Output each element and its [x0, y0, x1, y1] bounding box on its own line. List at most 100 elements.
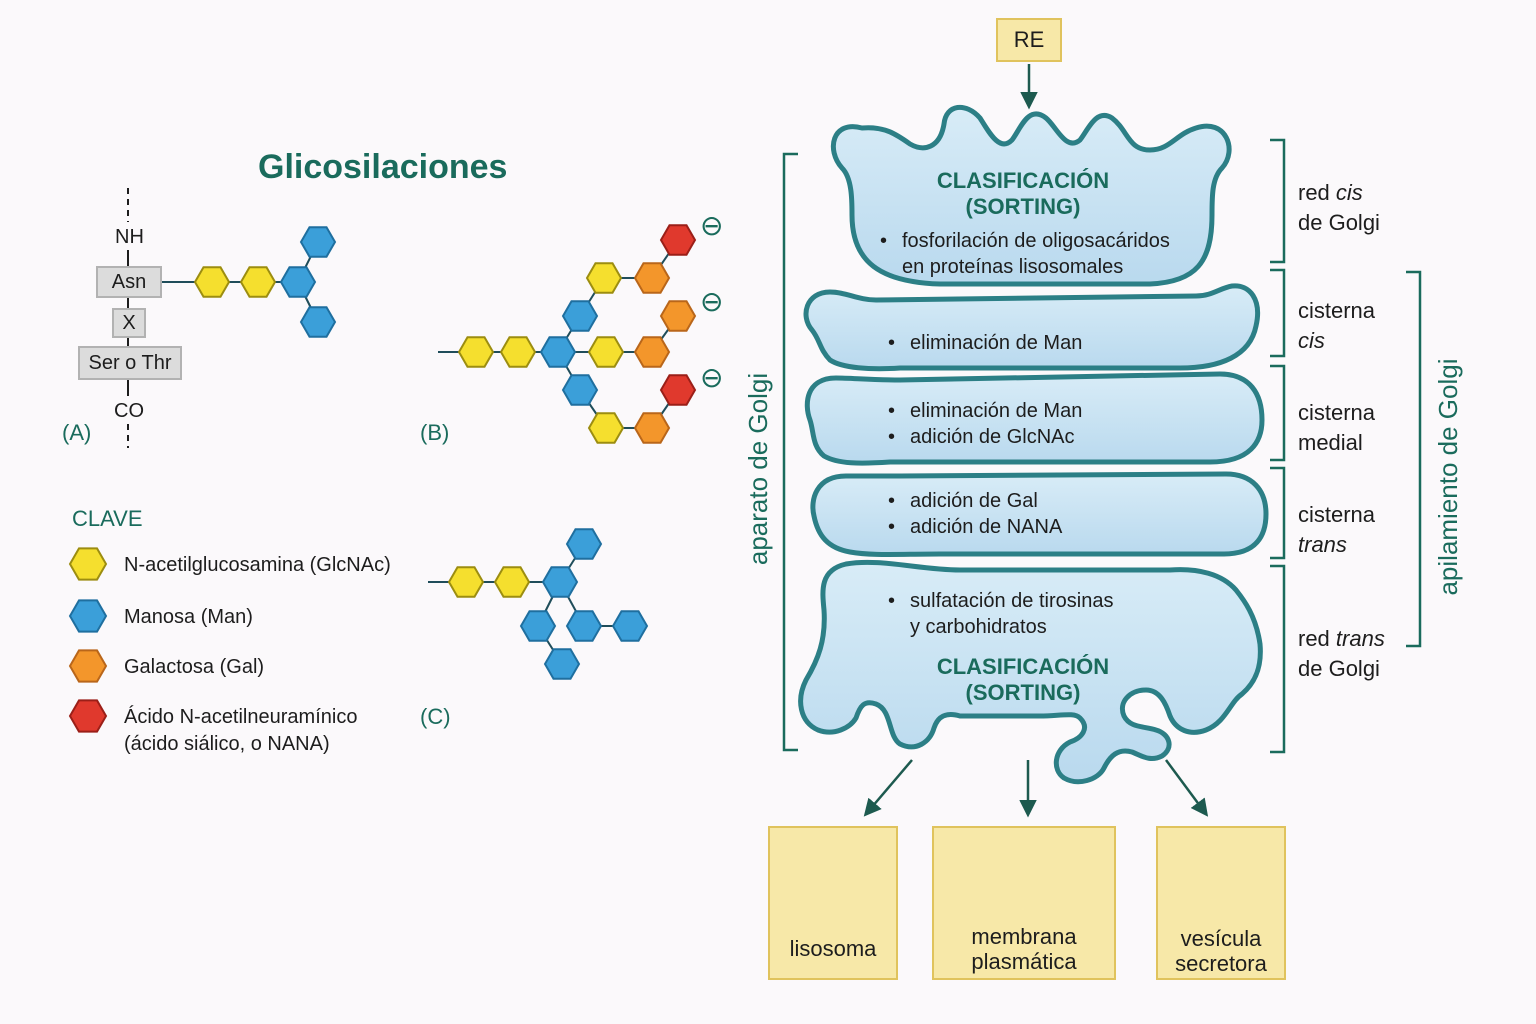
cis-cisterna-text: • eliminación de Man: [888, 330, 1082, 356]
mannose-hexagon: [279, 266, 317, 298]
sorting-line2: (SORTING): [965, 680, 1081, 706]
key-item-glcnac: N-acetilglucosamina (GlcNAc): [124, 554, 391, 576]
glcnac-hexagon: [239, 266, 277, 298]
arrows: [863, 64, 1209, 818]
oligosaccharide-chain-a: [162, 226, 337, 338]
arrow-to-lisosoma: [863, 759, 913, 817]
mannose-hexagon: [541, 566, 579, 598]
ser-thr-box: Ser o Thr: [78, 346, 182, 380]
mannose-hexagon: [519, 610, 557, 642]
mannose-hexagon: [539, 336, 577, 368]
destination-membrana-line1: membrana: [971, 924, 1077, 949]
mannose-hexagon: [561, 374, 599, 406]
destination-membrana-label: membrana plasmática: [934, 924, 1114, 975]
mannose-hexagon: [543, 648, 581, 680]
arrow-to-vesicula: [1164, 759, 1209, 817]
bracket-apilamiento: [1406, 270, 1422, 648]
glcnac-hexagon: [587, 412, 625, 444]
key-item-gal: Galactosa (Gal): [124, 656, 265, 678]
co-label: CO: [114, 400, 144, 422]
sorting-line1: CLASIFICACIÓN: [936, 168, 1110, 193]
re-box: RE: [996, 18, 1062, 62]
sorting-line1: CLASIFICACIÓN: [936, 654, 1110, 679]
cisterna-cis-line2: cis: [1298, 327, 1325, 353]
bullet: •: [888, 426, 896, 448]
key-title: CLAVE: [72, 506, 143, 531]
trans-cisterna-line1: adición de Gal: [910, 490, 1038, 512]
cis-network-text: •fosforilación de oligosacáridos en prot…: [880, 228, 1170, 280]
panel-b-label: (B): [420, 420, 450, 445]
brackets: [782, 138, 1422, 754]
cis-cisterna: [803, 283, 1260, 372]
golgi-stack: [798, 105, 1269, 785]
key-item-nana: Ácido N-acetilneuramínico (ácido siálico…: [124, 704, 357, 758]
bullet: •: [880, 230, 888, 252]
red-trans-line2: de Golgi: [1298, 655, 1380, 681]
destination-membrana: membrana plasmática: [932, 826, 1116, 980]
label-cisterna-cis: cisterna cis: [1298, 296, 1375, 355]
negative-charge-icon: ⊖: [700, 286, 724, 317]
destination-vesicula-label: vesícula secretora: [1158, 926, 1284, 977]
galactose-hexagon: [633, 262, 671, 294]
red-trans-italic: trans: [1335, 626, 1385, 651]
medial-cisterna-line1: eliminación de Man: [910, 400, 1083, 422]
asn-box: Asn: [96, 266, 162, 298]
key-item-nana-line2: (ácido siálico, o NANA): [124, 733, 330, 755]
glcnac-hexagon: [193, 266, 231, 298]
oligosaccharide-chain-c: [428, 528, 649, 680]
glcnac-hexagon: [447, 566, 485, 598]
bracket-red-trans: [1270, 564, 1286, 754]
nana-hexagon: [659, 224, 697, 256]
trans-network-line1: sulfatación de tirosinas: [910, 590, 1114, 612]
nana-hexagon: [659, 374, 697, 406]
sorting-label-trans: CLASIFICACIÓN (SORTING): [900, 654, 1146, 707]
bracket-cisterna-cis: [1270, 268, 1286, 358]
bullet: •: [888, 516, 896, 538]
label-cisterna-medial: cisterna medial: [1298, 398, 1375, 457]
label-red-cis: red cis de Golgi: [1298, 178, 1380, 237]
destination-vesicula: vesícula secretora: [1156, 826, 1286, 980]
bullet: •: [888, 490, 896, 512]
x-box: X: [112, 308, 146, 338]
bullet: •: [888, 590, 896, 612]
glcnac-hexagon: [499, 336, 537, 368]
bracket-cisterna-trans: [1270, 466, 1286, 560]
oligosaccharide-chain-b: [438, 224, 697, 444]
label-aparato-golgi: aparato de Golgi: [743, 372, 773, 566]
red-cis-word: red: [1298, 180, 1336, 205]
galactose-hexagon: [633, 336, 671, 368]
red-cis-line2: de Golgi: [1298, 209, 1380, 235]
cisterna-trans-line1: cisterna: [1298, 502, 1376, 527]
cisterna-cis-line1: cisterna: [1298, 298, 1376, 323]
cis-network-line1: fosforilación de oligosacáridos: [902, 230, 1170, 252]
bracket-cisterna-medial: [1270, 364, 1286, 462]
mannose-hexagon: [611, 610, 649, 642]
destination-lisosoma: lisosoma: [768, 826, 898, 980]
mannose-hexagon: [68, 599, 108, 633]
bullet: •: [888, 400, 896, 422]
negative-charge-icon: ⊖: [700, 210, 724, 241]
mannose-hexagon: [565, 528, 603, 560]
cisterna-medial-line2: medial: [1298, 429, 1363, 455]
bullet: •: [888, 332, 896, 354]
mannose-hexagon: [561, 300, 599, 332]
sorting-line2: (SORTING): [965, 194, 1081, 220]
galactose-hexagon: [633, 412, 671, 444]
destination-lisosoma-label: lisosoma: [789, 936, 877, 961]
cisterna-trans-line2: trans: [1298, 531, 1347, 557]
key-item-nana-line1: Ácido N-acetilneuramínico: [124, 706, 358, 728]
panel-a-label: (A): [62, 420, 92, 445]
cis-cisterna-line1: eliminación de Man: [910, 332, 1083, 354]
cisterna-medial-line1: cisterna: [1298, 400, 1376, 425]
mannose-hexagon: [565, 610, 603, 642]
galactose-hexagon: [659, 300, 697, 332]
label-cisterna-trans: cisterna trans: [1298, 500, 1375, 559]
medial-cisterna: [804, 371, 1265, 466]
key-item-man: Manosa (Man): [124, 606, 253, 628]
trans-cisterna-line2: adición de NANA: [910, 516, 1063, 538]
glcnac-hexagon: [493, 566, 531, 598]
galactose-hexagon: [68, 649, 108, 683]
medial-cisterna-line2: adición de GlcNAc: [910, 426, 1075, 448]
trans-network-line2: y carbohidratos: [910, 616, 1047, 638]
